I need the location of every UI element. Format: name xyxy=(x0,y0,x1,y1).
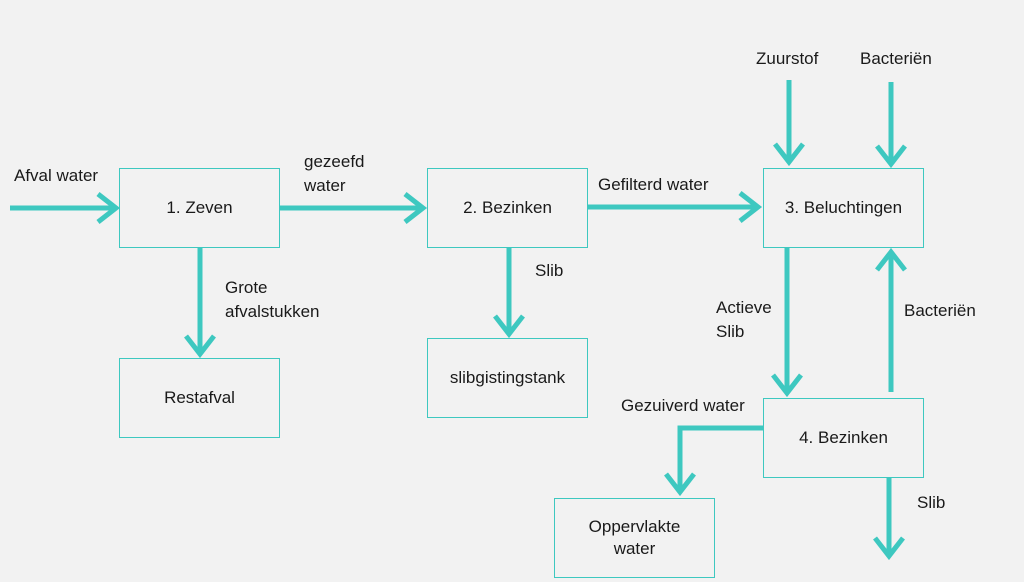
arrow-afval-water-to-zeven xyxy=(10,192,121,224)
arrow-gezuiverd-water xyxy=(664,425,763,497)
box-bezinken-4: 4. Bezinken xyxy=(763,398,924,478)
label-bacterien-top: Bacteriën xyxy=(860,49,932,68)
label-actieve-slib: Actieve Slib xyxy=(716,298,772,341)
label-grote-afvalstukken: Grote afvalstukken xyxy=(225,278,320,321)
label-slib-bottom: Slib xyxy=(917,493,946,512)
box-bezinken-2: 2. Bezinken xyxy=(427,168,588,248)
arrow-zuurstof-down xyxy=(773,80,805,167)
box-restafval: Restafval xyxy=(119,358,280,438)
arrow-actieve-slib-down xyxy=(771,248,803,398)
box-zeven: 1. Zeven xyxy=(119,168,280,248)
box-beluchtingen: 3. Beluchtingen xyxy=(763,168,924,248)
arrow-zeven-to-restafval xyxy=(184,248,216,359)
label-gefilterd-water: Gefilterd water xyxy=(598,175,709,194)
label-bacterien-right: Bacteriën xyxy=(904,301,976,320)
arrow-bacterien-down xyxy=(875,82,907,169)
label-slib-mid: Slib xyxy=(535,261,564,280)
box-slibgistingstank: slibgistingstank xyxy=(427,338,588,418)
label-gezeefd-water: gezeefd water xyxy=(304,152,365,195)
arrow-zeven-to-bezinken xyxy=(280,192,428,224)
box-oppervlakte-water: Oppervlakte water xyxy=(554,498,715,578)
label-zuurstof: Zuurstof xyxy=(756,49,819,68)
label-gezuiverd-water: Gezuiverd water xyxy=(621,396,745,415)
arrow-bezinken-to-beluchtingen xyxy=(587,191,763,223)
arrow-bacterien-up xyxy=(875,247,907,392)
label-afval-water: Afval water xyxy=(14,166,99,185)
arrow-slib-bottom xyxy=(873,477,905,561)
arrow-bezinken-to-slibgistingstank xyxy=(493,248,525,339)
